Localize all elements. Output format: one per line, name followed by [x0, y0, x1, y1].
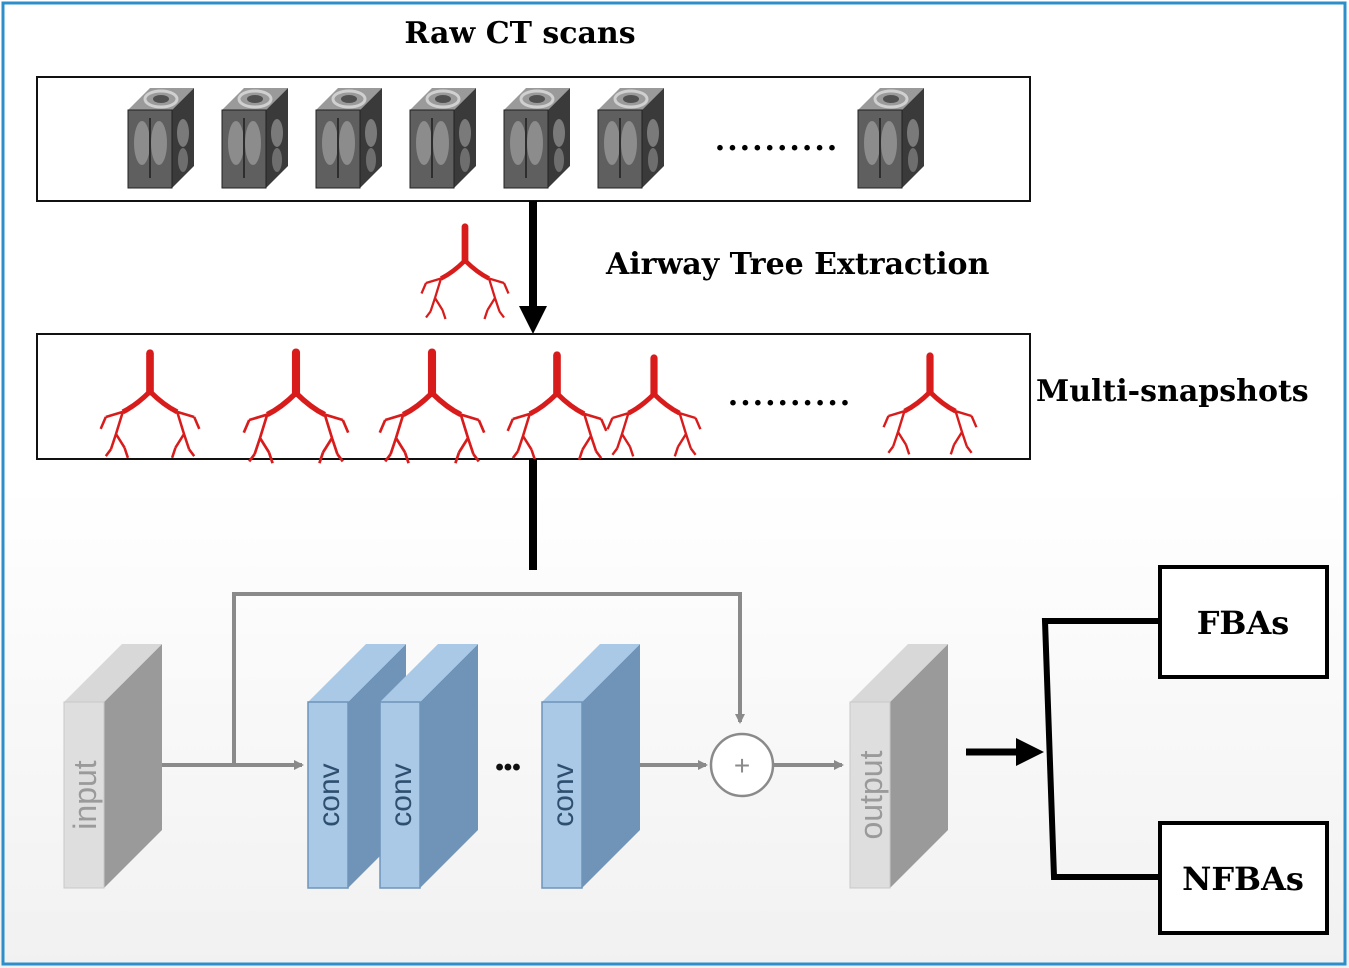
- conv-block-3: [541, 644, 640, 889]
- arrow-output-to-classes-head: [1016, 738, 1044, 766]
- ct-scan-cube-last: [856, 86, 926, 190]
- output-block: [849, 644, 948, 889]
- arrow-ct-to-snapshots-head: [519, 306, 547, 334]
- output-label: output: [853, 750, 889, 839]
- ct-scan-cube-1: [126, 86, 196, 190]
- ct-scan-cube-4: [408, 86, 478, 190]
- conv-label-3: conv: [547, 763, 580, 826]
- multi-snapshots-label: Multi-snapshots: [1036, 374, 1309, 409]
- fbas-label: FBAs: [1197, 604, 1290, 642]
- input-block: [63, 644, 162, 889]
- ct-scan-cube-6: [596, 86, 666, 190]
- nfbas-label: NFBAs: [1182, 860, 1304, 898]
- nfbas-box: [1158, 821, 1329, 935]
- input-label: input: [67, 760, 103, 830]
- ct-scan-cube-5: [502, 86, 572, 190]
- conv-ellipsis: •••: [495, 754, 520, 781]
- conv-block-2: [379, 644, 478, 889]
- conv-label-2: conv: [385, 763, 418, 826]
- snapshots-box: [36, 333, 1031, 460]
- fbas-box: [1158, 565, 1329, 679]
- ct-scan-cube-3: [314, 86, 384, 190]
- airway-tree-extraction-label: Airway Tree Extraction: [605, 247, 990, 282]
- snapshot-ellipsis: ..........: [728, 378, 852, 413]
- conv-label-1: conv: [313, 763, 346, 826]
- skip-connection-line: [232, 592, 745, 763]
- title-raw-ct-scans: Raw CT scans: [404, 16, 635, 51]
- sum-symbol: +: [734, 750, 750, 781]
- ct-scan-cube-2: [220, 86, 290, 190]
- bracket-to-classes: [1041, 618, 1160, 880]
- scan-ellipsis: ..........: [715, 123, 839, 158]
